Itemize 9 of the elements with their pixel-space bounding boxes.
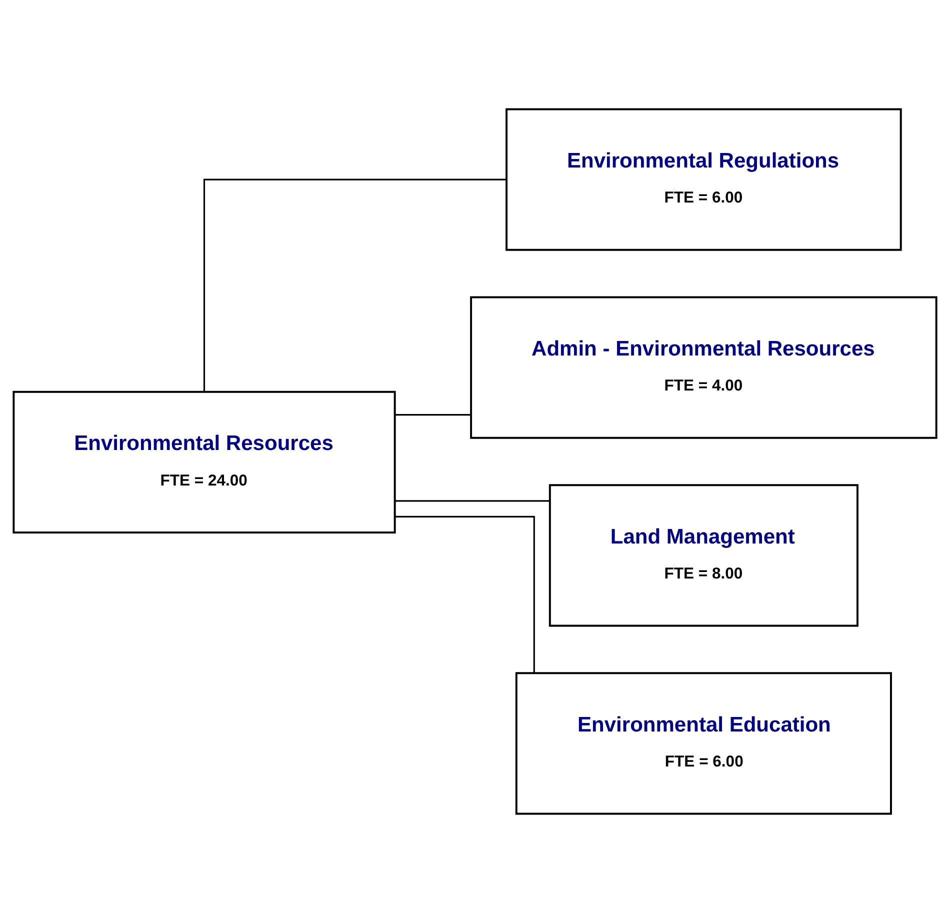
connector	[394, 414, 471, 416]
connector	[394, 500, 550, 502]
node-box: Environmental Regulations FTE = 6.00	[506, 108, 902, 250]
node-box: Land Management FTE = 8.00	[548, 484, 858, 626]
node-box: Admin - Environmental Resources FTE = 4.00	[470, 296, 938, 438]
connector	[203, 178, 506, 392]
node-box: Environmental Education FTE = 6.00	[515, 672, 892, 814]
node-box: Environmental Resources FTE = 24.00	[12, 390, 396, 533]
connector	[395, 515, 535, 672]
